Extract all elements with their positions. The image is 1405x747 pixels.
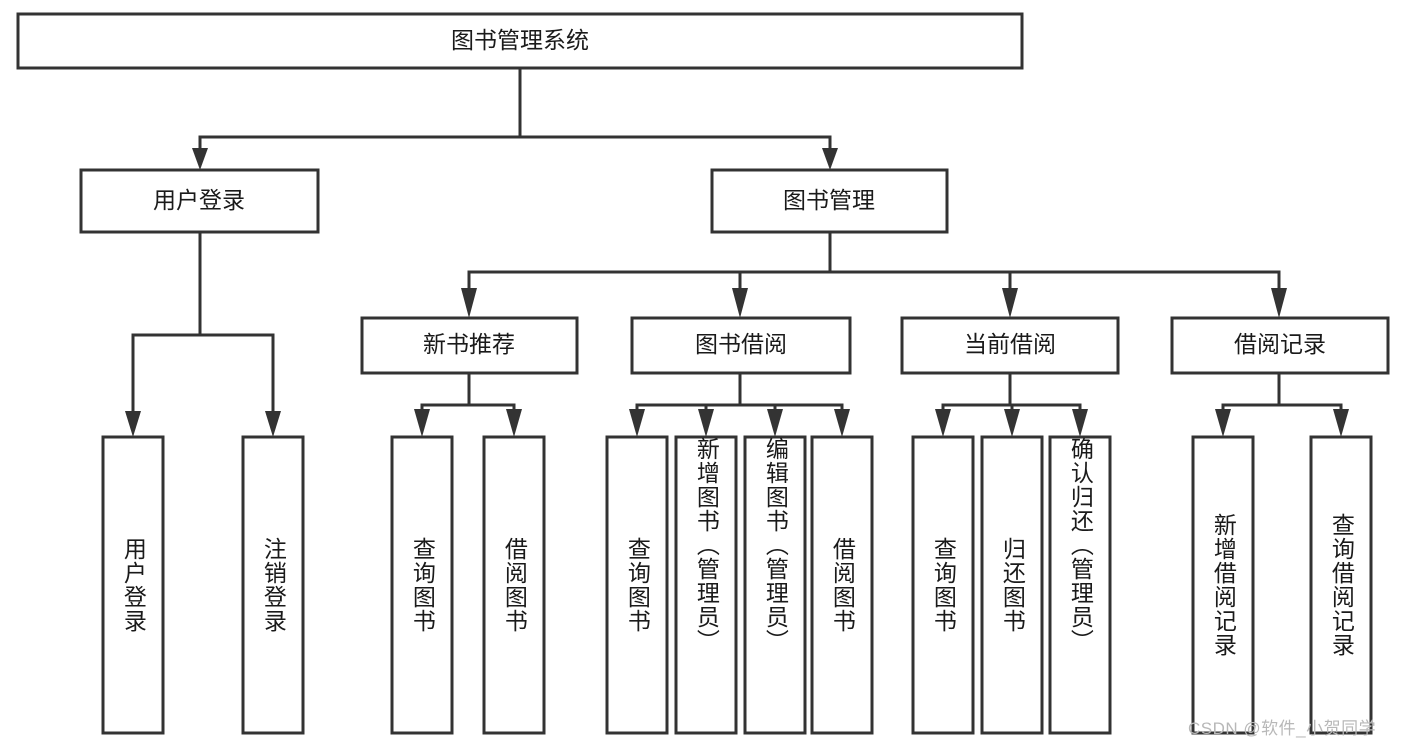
node-root[interactable]: 图书管理系统: [16, 12, 1024, 70]
leaf-box-user-login[interactable]: [101, 435, 165, 735]
arrow-head-cb-leaf-2: [1004, 409, 1020, 437]
arrow-head-leaf-user-login: [125, 411, 141, 437]
leaf-box-bb-query-book[interactable]: [605, 435, 669, 735]
leaf-boxes-current-borrow: [911, 435, 1112, 735]
leaf-boxes-borrow-record: [1191, 435, 1373, 735]
node-book-manage[interactable]: 图书管理: [710, 168, 949, 234]
leaf-box-cb-query-book[interactable]: [911, 435, 975, 735]
connector-group-new-book-recommend: [414, 371, 522, 437]
node-book-borrow[interactable]: 图书借阅: [630, 316, 852, 375]
arrow-head-leaf-logout: [265, 411, 281, 437]
node-root-box[interactable]: [16, 12, 1024, 70]
arrow-head-bb-leaf-2: [698, 409, 714, 437]
node-new-book-recommend-box[interactable]: [360, 316, 579, 375]
connector-group-book-borrow: [629, 371, 850, 437]
arrow-head-cb-leaf-1: [935, 409, 951, 437]
leaf-boxes-user-login: [101, 435, 305, 735]
arrow-head-bb-leaf-3: [767, 409, 783, 437]
node-book-borrow-label: 图书借阅: [695, 331, 787, 357]
node-user-login-label: 用户登录: [153, 187, 245, 213]
connector-group-borrow-record: [1215, 371, 1349, 437]
arrow-head-book-borrow: [732, 288, 748, 318]
leaf-box-bb-edit-book-admin[interactable]: [743, 435, 807, 735]
arrow-head-borrow-record: [1271, 288, 1287, 318]
leaf-box-cb-confirm-return-admin[interactable]: [1048, 435, 1112, 735]
connector-group-book-manage: [461, 230, 1287, 318]
leaf-box-bb-add-book-admin[interactable]: [674, 435, 738, 735]
leaf-box-br-add-record[interactable]: [1191, 435, 1255, 735]
node-book-manage-label: 图书管理: [783, 187, 875, 213]
leaf-box-nbr-borrow-book[interactable]: [482, 435, 546, 735]
node-user-login[interactable]: 用户登录: [79, 168, 320, 234]
arrow-head-br-leaf-2: [1333, 409, 1349, 437]
arrow-head-bb-leaf-4: [834, 409, 850, 437]
node-current-borrow-box[interactable]: [900, 316, 1120, 375]
arrow-head-nbr-leaf-1: [414, 409, 430, 437]
leaf-boxes-new-book-recommend: [390, 435, 546, 735]
leaf-boxes-book-borrow: [605, 435, 874, 735]
node-current-borrow[interactable]: 当前借阅: [900, 316, 1120, 375]
arrow-head-br-leaf-1: [1215, 409, 1231, 437]
node-root-label: 图书管理系统: [451, 27, 589, 53]
node-current-borrow-label: 当前借阅: [964, 331, 1056, 357]
node-user-login-box[interactable]: [79, 168, 320, 234]
arrow-head-cb-leaf-3: [1072, 409, 1088, 437]
arrow-head-new-book-recommend: [461, 288, 477, 318]
arrow-head-bb-leaf-1: [629, 409, 645, 437]
node-borrow-record[interactable]: 借阅记录: [1170, 316, 1390, 375]
leaf-box-bb-borrow-book[interactable]: [810, 435, 874, 735]
node-borrow-record-label: 借阅记录: [1234, 331, 1326, 357]
arrow-head-nbr-leaf-2: [506, 409, 522, 437]
leaf-box-br-query-record[interactable]: [1309, 435, 1373, 735]
connector-group-root: [192, 66, 838, 170]
node-new-book-recommend[interactable]: 新书推荐: [360, 316, 579, 375]
connector-group-current-borrow: [935, 371, 1088, 437]
node-book-manage-box[interactable]: [710, 168, 949, 234]
leaf-box-logout[interactable]: [241, 435, 305, 735]
arrow-head-book-manage: [822, 148, 838, 170]
node-book-borrow-box[interactable]: [630, 316, 852, 375]
node-borrow-record-box[interactable]: [1170, 316, 1390, 375]
arrow-head-user-login: [192, 148, 208, 170]
leaf-box-nbr-query-book[interactable]: [390, 435, 454, 735]
node-new-book-recommend-label: 新书推荐: [423, 331, 515, 357]
leaf-box-cb-return-book[interactable]: [980, 435, 1044, 735]
arrow-head-current-borrow: [1002, 288, 1018, 318]
connector-group-user-login: [125, 230, 281, 437]
